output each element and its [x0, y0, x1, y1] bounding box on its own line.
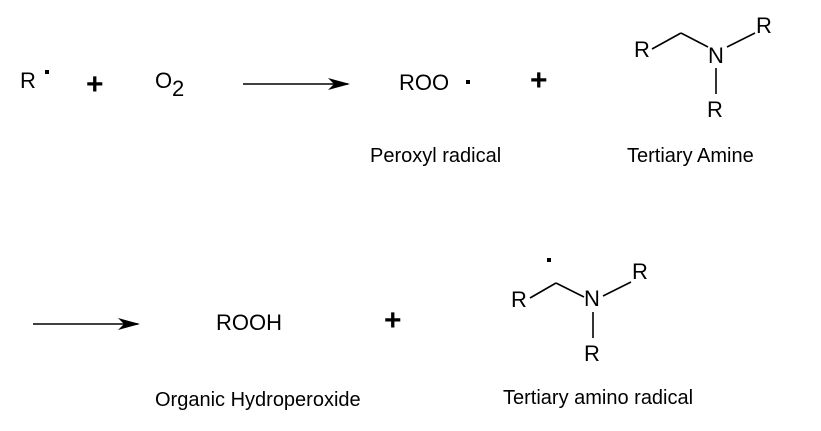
hydroperoxide-label: Organic Hydroperoxide — [155, 389, 361, 411]
atom-nitrogen: N — [708, 43, 724, 68]
oxygen-symbol: O — [155, 68, 172, 93]
radical-dot — [547, 258, 551, 262]
oxygen-subscript: 2 — [172, 76, 184, 101]
amino-radical-label: Tertiary amino radical — [503, 387, 693, 409]
peroxyl-radical-label: Peroxyl radical — [370, 145, 501, 167]
peroxyl-radical-formula: ROO — [399, 70, 449, 95]
alkyl-radical-symbol: R — [20, 68, 36, 93]
plus-sign: + — [530, 64, 548, 97]
plus-sign: + — [384, 304, 402, 337]
tertiary-amino-radical-structure: R N R R — [511, 258, 648, 366]
atom-r-bottom: R — [584, 341, 600, 366]
atom-r-left: R — [634, 37, 650, 62]
tertiary-amine-structure: R N R R — [634, 13, 772, 122]
atom-r-right: R — [756, 13, 772, 38]
radical-dot — [45, 70, 49, 74]
radical-dot — [466, 80, 470, 84]
hydroperoxide-formula: ROOH — [216, 310, 282, 335]
atom-r-right: R — [632, 259, 648, 284]
atom-r-left: R — [511, 287, 527, 312]
tertiary-amine-label: Tertiary Amine — [627, 145, 754, 167]
atom-nitrogen: N — [584, 286, 600, 311]
plus-sign: + — [86, 68, 104, 101]
atom-r-bottom: R — [707, 97, 723, 122]
